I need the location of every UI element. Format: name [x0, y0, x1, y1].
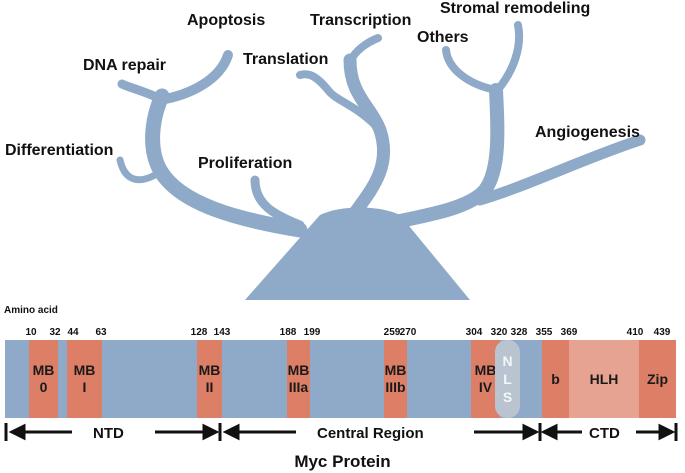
- label-angiogenesis: Angiogenesis: [535, 124, 640, 141]
- domain-mb3b: [384, 340, 407, 418]
- position-label: 44: [67, 327, 79, 338]
- branch-angiogenesis: [474, 134, 646, 206]
- position-label: 320: [490, 327, 508, 338]
- branch-proliferation: [250, 175, 305, 230]
- label-others: Others: [417, 29, 469, 46]
- label-differentiation: Differentiation: [5, 142, 114, 159]
- branch-transcription: [346, 34, 382, 66]
- domain-mb1: [67, 340, 102, 418]
- label-translation: Translation: [243, 51, 329, 68]
- branch-differentiation: [116, 156, 164, 184]
- branch-left: [145, 88, 308, 238]
- position-label: 10: [25, 327, 37, 338]
- tree-trunk: [245, 207, 470, 300]
- domain-mb0: [29, 340, 58, 418]
- domain-basic: [542, 340, 569, 418]
- tree-illustration: [116, 21, 646, 300]
- label-dna-repair: DNA repair: [83, 57, 166, 74]
- position-label: 63: [95, 327, 107, 338]
- position-label: 143: [213, 327, 231, 338]
- position-label: 270: [399, 327, 417, 338]
- position-label: 369: [560, 327, 578, 338]
- region-ctd: CTD: [589, 425, 620, 442]
- domain-mb3a: [287, 340, 310, 418]
- branch-apoptosis: [155, 50, 233, 105]
- domain-hlh: [569, 340, 639, 418]
- position-label: 128: [190, 327, 208, 338]
- branch-right: [373, 83, 505, 232]
- position-label: 259: [383, 327, 401, 338]
- region-ntd: NTD: [93, 425, 124, 442]
- position-label: 304: [465, 327, 483, 338]
- amino-acid-label: Amino acid: [4, 305, 58, 316]
- position-label: 328: [510, 327, 528, 338]
- branch-translation: [296, 70, 379, 129]
- position-label: 439: [653, 327, 671, 338]
- zip-label: Zip: [647, 370, 668, 387]
- position-label: 355: [535, 327, 553, 338]
- label-stromal-remodeling: Stromal remodeling: [440, 0, 591, 17]
- branch-stromal: [492, 21, 524, 96]
- position-label: 410: [626, 327, 644, 338]
- branch-others: [442, 46, 500, 94]
- domain-zip: [639, 340, 676, 418]
- region-arrows: [4, 423, 678, 441]
- position-label: 32: [49, 327, 61, 338]
- region-central: Central Region: [317, 425, 424, 442]
- label-transcription: Transcription: [310, 12, 412, 29]
- hlh-label: HLH: [589, 370, 619, 387]
- label-proliferation: Proliferation: [198, 155, 293, 172]
- basic-label: b: [551, 370, 560, 387]
- position-label: 199: [303, 327, 321, 338]
- position-label: 188: [279, 327, 297, 338]
- figure-caption: Myc Protein: [294, 452, 391, 471]
- label-apoptosis: Apoptosis: [187, 12, 266, 29]
- domain-mb2: [197, 340, 222, 418]
